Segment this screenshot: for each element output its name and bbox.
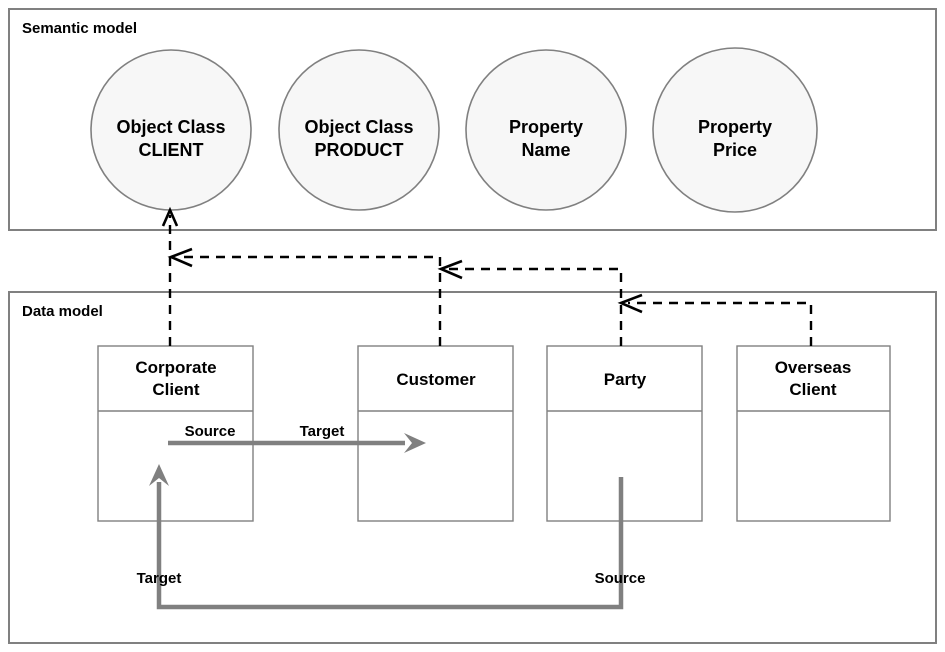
relationship-target-label-top: Target [300,423,345,440]
entity-corporate-client[interactable]: Corporate Client [97,345,254,522]
relationship-party-to-corporate-client[interactable]: Target Source [137,464,646,610]
data-model-label: Data model [22,303,103,320]
semantic-node-product-line2: PRODUCT [315,140,404,160]
entity-customer-line1: Customer [396,370,476,389]
semantic-node-client-line2: CLIENT [139,140,204,160]
entity-corporate-client-box [97,345,254,522]
relationship-party-to-corporate-client-line [156,477,624,610]
semantic-node-property-name-line1: Property [509,117,583,137]
entity-corporate-client-line1: Corporate [135,358,216,377]
entity-overseas-client-line1: Overseas [775,358,852,377]
semantic-node-product[interactable]: Object Class PRODUCT [278,49,440,211]
semantic-node-product-circle [278,49,440,211]
relationship-corporate-client-to-customer[interactable]: Source Target [168,423,426,453]
mapping-corporate-client-to-client[interactable] [161,206,179,346]
mapping-customer-to-client-arrowhead [167,247,193,268]
semantic-node-property-price-line2: Price [713,140,757,160]
semantic-node-property-name-line2: Name [521,140,570,160]
entity-party[interactable]: Party [546,345,703,522]
semantic-model-label: Semantic model [22,20,137,37]
mapping-customer-to-client-line [178,255,442,346]
mapping-party-to-customer-line [448,267,623,346]
relationship-source-label-top: Source [185,423,236,440]
relationship-party-to-corporate-client-arrowhead [149,464,169,486]
mapping-party-to-customer-arrowhead [437,259,463,280]
relationship-corporate-client-to-customer-arrowhead [404,433,426,453]
entity-overseas-client[interactable]: Overseas Client [736,345,891,522]
entity-overseas-client-line2: Client [789,380,837,399]
semantic-node-property-price[interactable]: Property Price [652,47,818,213]
mapping-customer-to-client[interactable] [167,247,442,346]
entity-party-line1: Party [604,370,647,389]
entity-customer[interactable]: Customer [357,345,514,522]
entity-overseas-client-box [736,345,891,522]
entity-corporate-client-line2: Client [152,380,200,399]
semantic-node-product-line1: Object Class [304,117,413,137]
mapping-overseas-client-to-party-line [628,301,813,346]
mapping-party-to-customer[interactable] [437,259,623,346]
mapping-overseas-client-to-party-arrowhead [617,293,643,314]
semantic-node-client[interactable]: Object Class CLIENT [90,49,252,211]
relationship-source-label-bottom: Source [595,570,646,587]
semantic-node-property-name-circle [465,49,627,211]
mapping-corporate-client-to-client-arrowhead [161,206,179,227]
semantic-node-property-name[interactable]: Property Name [465,49,627,211]
semantic-node-client-line1: Object Class [116,117,225,137]
relationship-target-label-bottom: Target [137,570,182,587]
mapping-overseas-client-to-party[interactable] [617,293,813,346]
semantic-node-property-price-circle [652,47,818,213]
semantic-node-property-price-line1: Property [698,117,772,137]
entity-customer-box [357,345,514,522]
entity-party-box [546,345,703,522]
